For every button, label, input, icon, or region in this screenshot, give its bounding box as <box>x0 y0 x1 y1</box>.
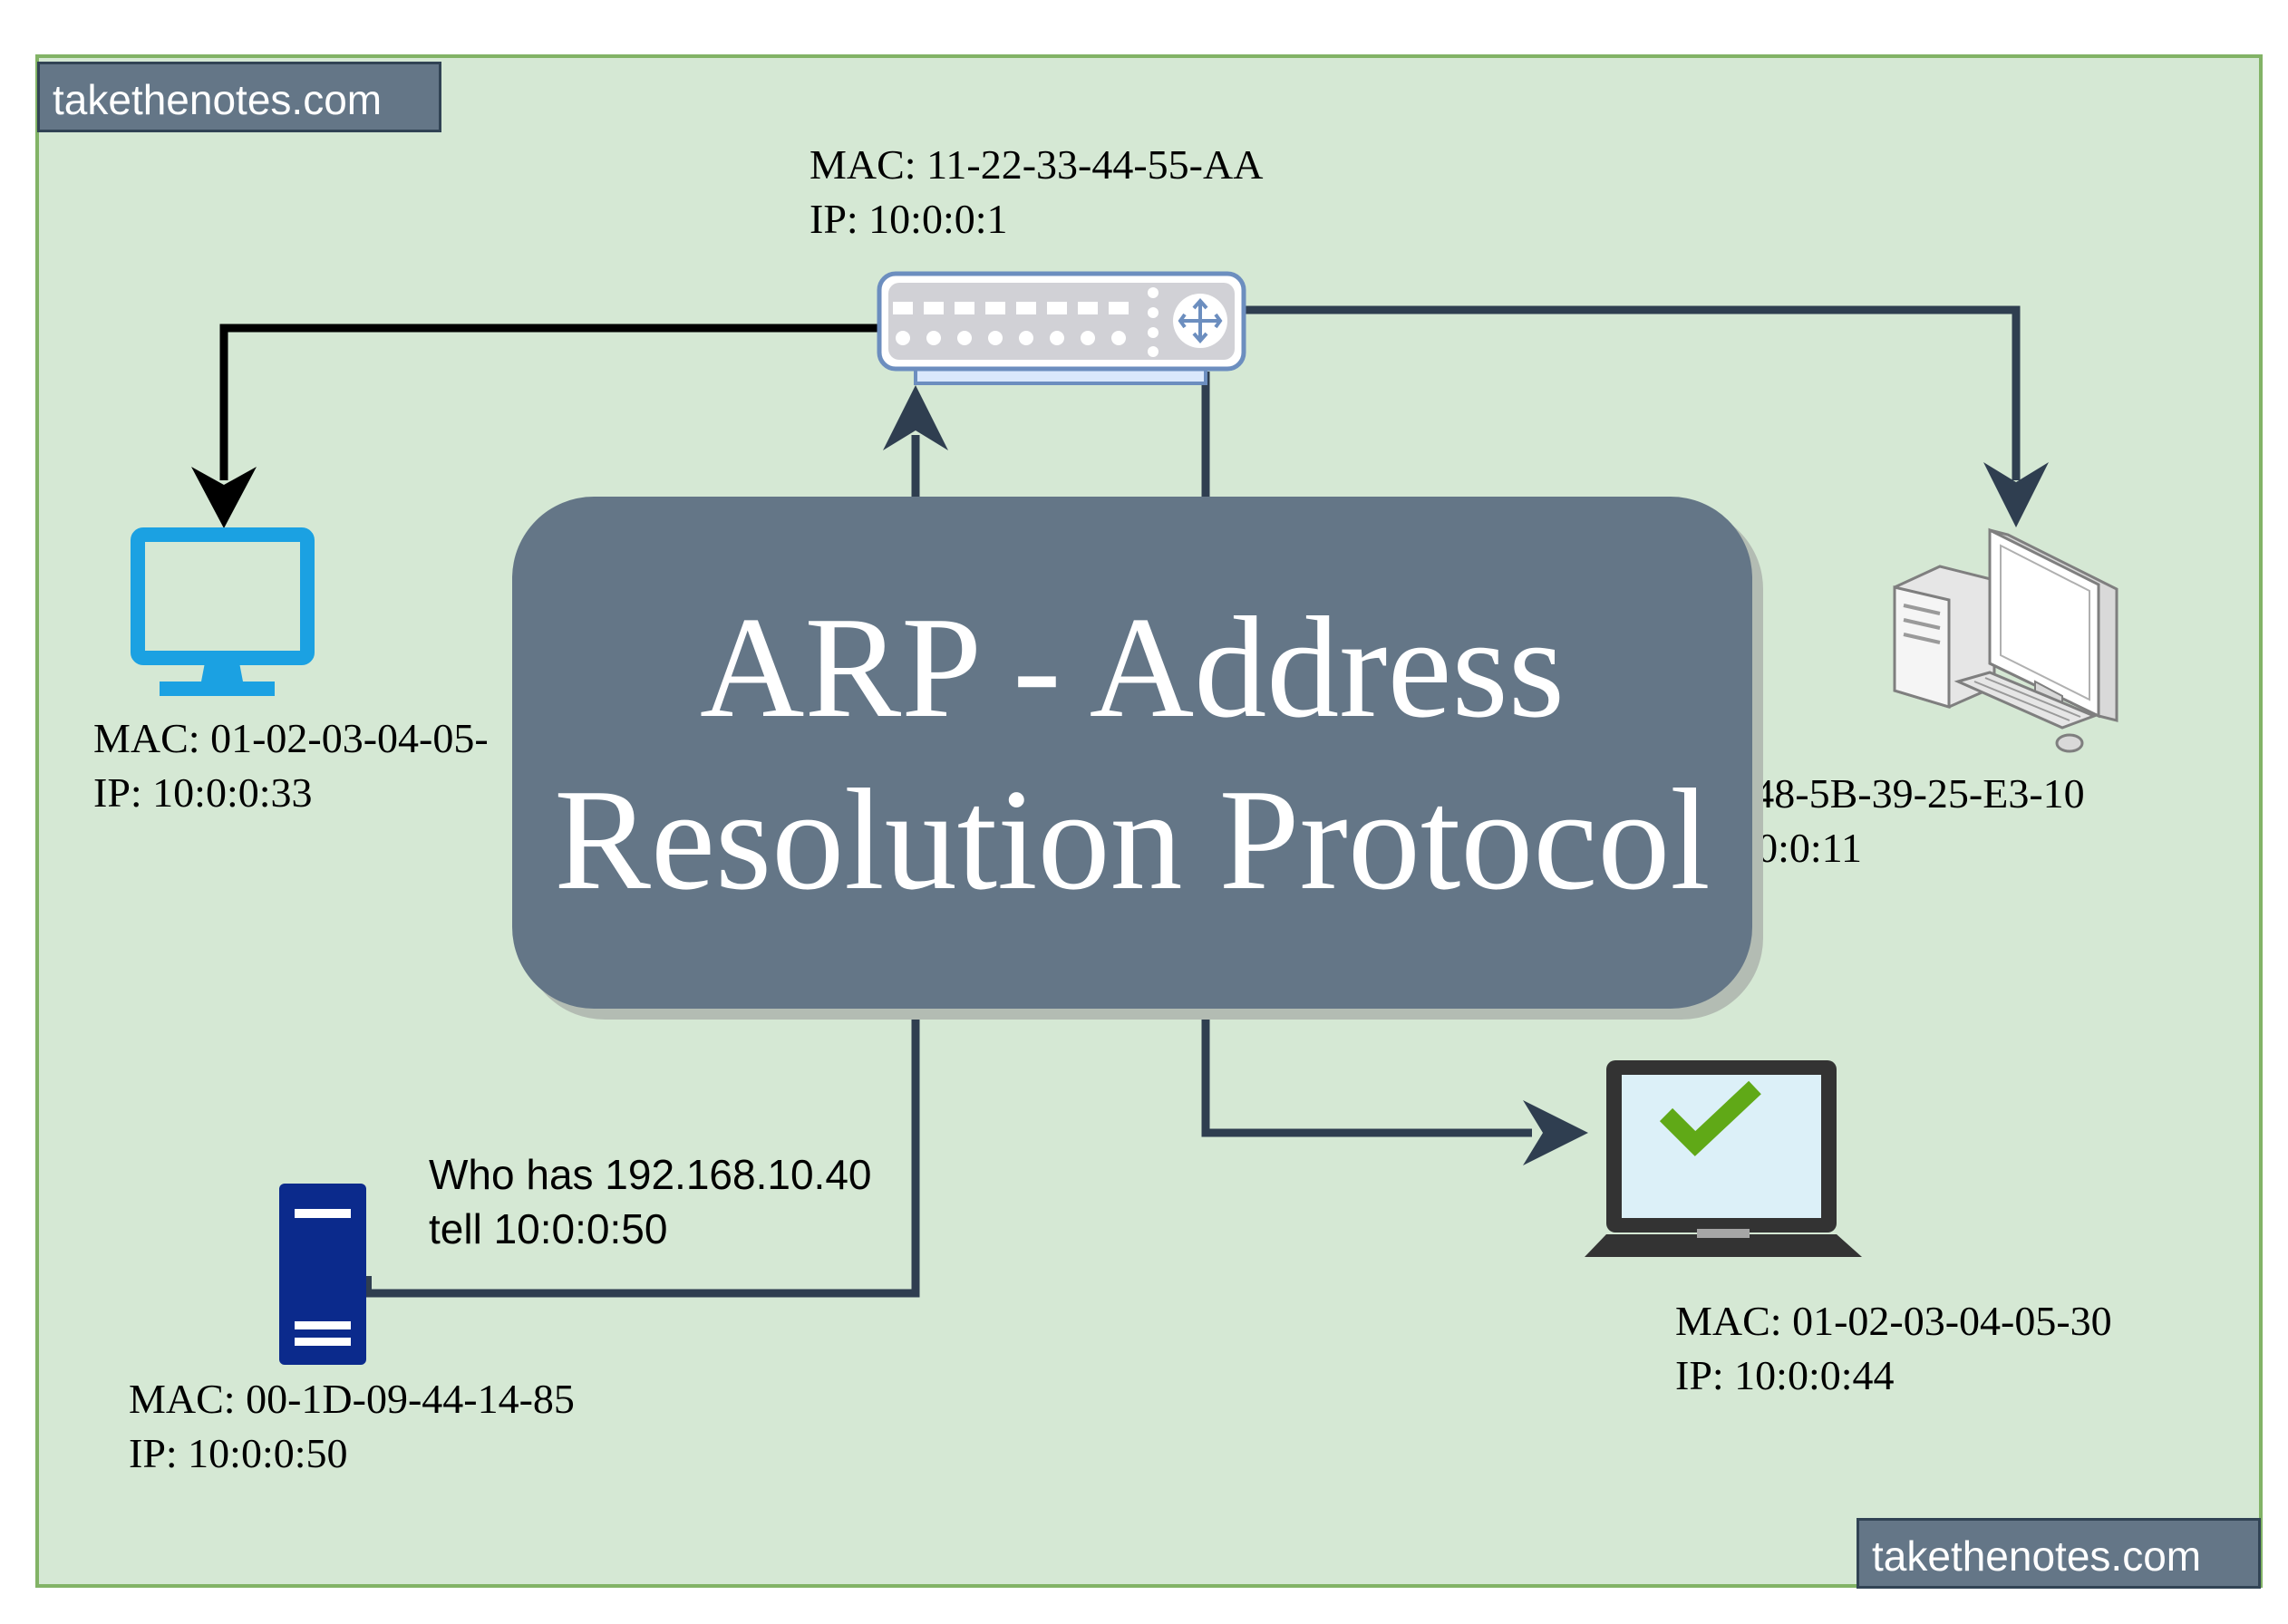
desktop-host-ip: ):0:0:11 <box>1731 825 1862 871</box>
monitor-icon <box>131 527 315 696</box>
server-host-ip: IP: 10:0:0:50 <box>129 1430 348 1476</box>
server-host-label: MAC: 00-1D-09-44-14-85 IP: 10:0:0:50 <box>129 1372 575 1481</box>
monitor-host-ip: IP: 10:0:0:33 <box>93 769 313 816</box>
title-line-1: ARP - Address <box>699 585 1566 748</box>
watermark-bottom-right: takethenotes.com <box>1857 1518 2261 1589</box>
router-ip: IP: 10:0:0:1 <box>810 196 1008 242</box>
router-switch-icon <box>877 271 1246 385</box>
desktop-host-mac: : 48-5B-39-25-E3-10 <box>1731 770 2085 817</box>
title-line-2: Resolution Protocol <box>554 758 1711 920</box>
desktop-computer-icon <box>1893 527 2118 753</box>
router-mac: MAC: 11-22-33-44-55-AA <box>810 141 1264 188</box>
laptop-host-label: MAC: 01-02-03-04-05-30 IP: 10:0:0:44 <box>1675 1294 2112 1403</box>
watermark-top-left: takethenotes.com <box>37 62 441 132</box>
laptop-host-mac: MAC: 01-02-03-04-05-30 <box>1675 1298 2112 1344</box>
arp-request-line1: Who has 192.168.10.40 <box>429 1151 872 1198</box>
connector-router-to-desktop <box>1242 305 2049 527</box>
desktop-host-label: : 48-5B-39-25-E3-10 ):0:0:11 <box>1731 767 2085 875</box>
laptop-check-icon <box>1585 1060 1862 1257</box>
monitor-host-label: MAC: 01-02-03-04-05- IP: 10:0:0:33 <box>93 711 489 820</box>
connector-router-to-monitor <box>191 324 879 528</box>
laptop-host-ip: IP: 10:0:0:44 <box>1675 1352 1895 1398</box>
title-box: ARP - Address Resolution Protocol <box>512 497 1752 1009</box>
server-icon <box>279 1184 366 1365</box>
monitor-host-mac: MAC: 01-02-03-04-05- <box>93 715 489 761</box>
arp-request-line2: tell 10:0:0:50 <box>429 1205 668 1252</box>
router-label: MAC: 11-22-33-44-55-AA IP: 10:0:0:1 <box>810 138 1263 246</box>
arp-request-label: Who has 192.168.10.40 tell 10:0:0:50 <box>429 1147 871 1256</box>
server-host-mac: MAC: 00-1D-09-44-14-85 <box>129 1376 575 1422</box>
